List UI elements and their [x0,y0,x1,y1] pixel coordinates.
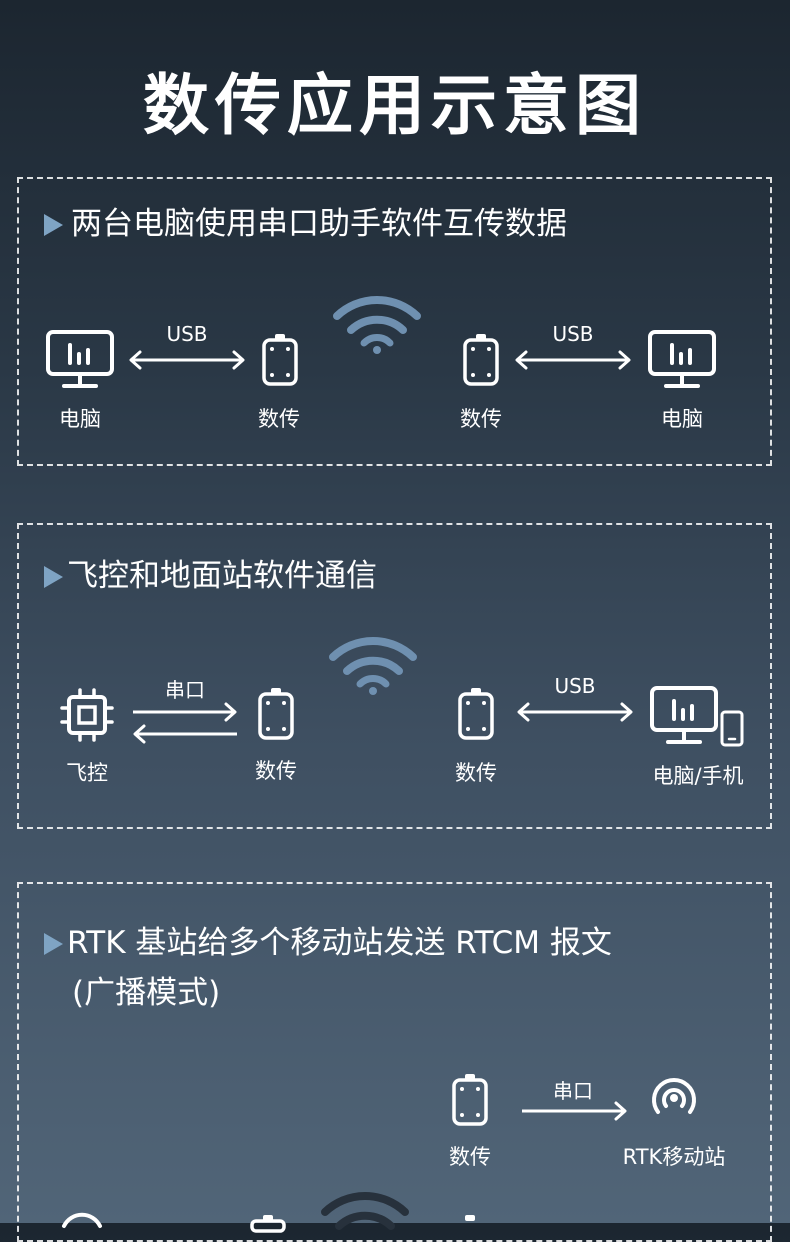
device-label: 电脑/手机 [652,764,744,788]
radio-module-icon [452,1074,488,1126]
page-title: 数传应用示意图 [143,67,647,144]
right-arrow-icon [522,1101,627,1121]
radio-module-icon [463,334,499,386]
device-label: 电脑 [59,407,101,431]
radio-module-icon [458,688,494,740]
radio-module-icon [258,688,294,740]
radio-module-icon [465,1215,475,1221]
section2-heading-text: 飞控和地面站软件通信 [67,558,377,594]
section1-heading: 两台电脑使用串口助手软件互传数据 [44,200,567,248]
double-arrow-icon [129,350,245,370]
wifi-signal-icon [333,296,421,354]
section3-heading-line2: (广播模式) [72,975,221,1011]
device-label: RTK移动站 [622,1145,726,1169]
radio-label: 数传 [255,759,297,783]
link-label: USB [166,322,208,346]
two-way-arrow-icon [133,702,237,744]
section-flight-controller [17,523,772,829]
link-label: USB [554,674,596,698]
bullet-triangle-icon [44,933,63,955]
link-label: 串口 [165,678,205,702]
device-label: 电脑 [661,407,703,431]
monitor-icon [46,330,114,388]
section3-heading: RTK 基站给多个移动站发送 RTCM 报文 (广播模式) [44,918,612,1018]
bullet-triangle-icon [44,566,63,588]
section-serial-assistant [17,177,772,466]
device-label: 飞控 [66,761,108,785]
double-arrow-icon [515,350,631,370]
monitor-icon [648,330,716,388]
rtk-antenna-icon [62,1212,102,1228]
link-label: 串口 [553,1079,593,1103]
rtk-antenna-icon [652,1078,696,1114]
radio-label: 数传 [258,407,300,431]
double-arrow-icon [517,702,633,722]
radio-label: 数传 [460,407,502,431]
section3-heading-line1: RTK 基站给多个移动站发送 RTCM 报文 [44,918,612,968]
section1-heading-text: 两台电脑使用串口助手软件互传数据 [71,206,567,242]
bullet-triangle-icon [44,214,63,236]
section2-heading: 飞控和地面站软件通信 [44,552,377,600]
monitor-phone-icon [650,686,744,747]
radio-label: 数传 [455,761,497,785]
radio-label: 数传 [449,1145,491,1169]
radio-module-icon [262,334,298,386]
chip-icon [60,688,114,742]
wifi-signal-icon [329,637,417,695]
link-label: USB [552,322,594,346]
wifi-signal-icon [321,1192,409,1230]
